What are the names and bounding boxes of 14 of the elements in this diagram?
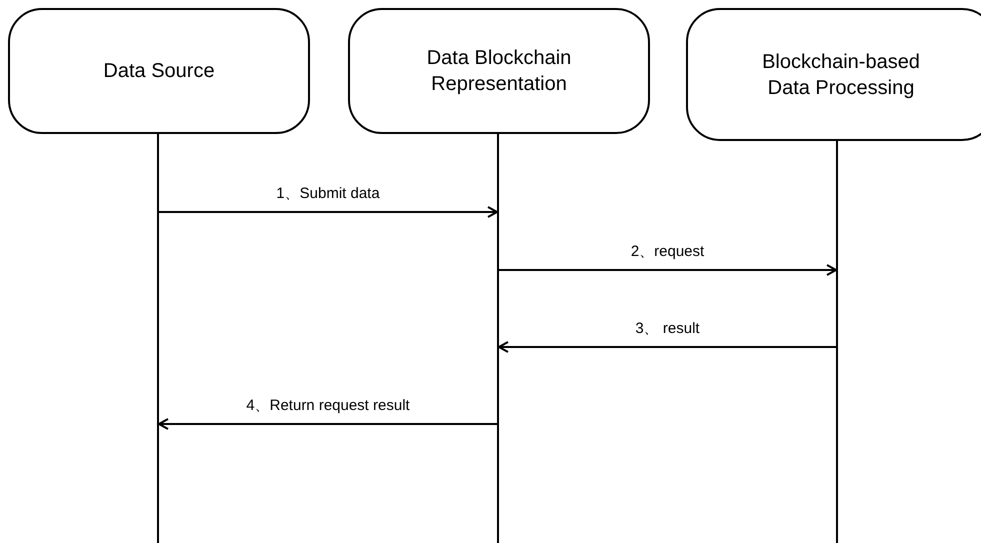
edge-label: 1、Submit data: [276, 184, 380, 203]
edge-label: 3、 result: [635, 319, 700, 338]
lifeline: [157, 134, 159, 543]
lifeline-head-box: Data Blockchain Representation: [348, 8, 650, 134]
lifeline: [497, 134, 499, 543]
message-arrow: [158, 418, 497, 430]
edge-label: 2、request: [630, 242, 704, 261]
lifeline-head-box: Blockchain-based Data Processing: [686, 8, 981, 141]
message-arrow: [159, 206, 498, 218]
message-arrow: [499, 264, 837, 276]
lifeline-head-box: Data Source: [8, 8, 310, 134]
message-arrow: [498, 341, 836, 353]
edge-label: 4、Return request result: [246, 396, 410, 415]
lifeline: [836, 141, 838, 543]
